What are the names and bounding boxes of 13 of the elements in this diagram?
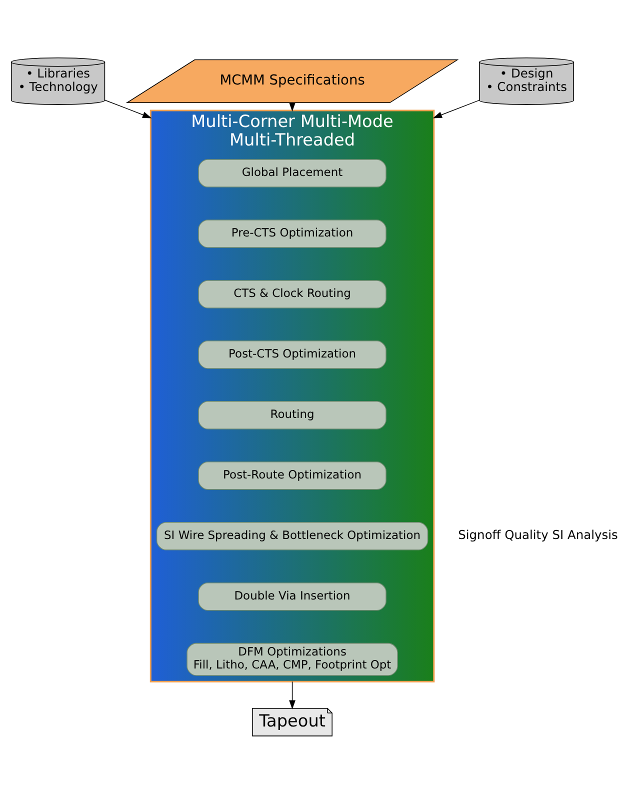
node-box: Routing — [198, 400, 386, 429]
node-box: Pre-CTS Optimization — [198, 219, 386, 248]
node-box: Global Placement — [198, 158, 386, 187]
node-box: Post-CTS Optimization — [198, 340, 386, 368]
arrow — [432, 99, 480, 118]
label: Signoff Quality SI Analysis — [458, 528, 618, 542]
node-box: SI Wire Spreading & Bottleneck Optimization — [156, 521, 428, 550]
node-box: DFM Optimizations Fill, Litho, CAA, CMP, Footprint Opt — [186, 642, 398, 676]
arrow — [104, 99, 152, 118]
node-box: Post-Route Optimization — [198, 461, 386, 490]
node-box: Double Via Insertion — [198, 582, 386, 610]
arrow — [289, 680, 296, 709]
node-box: CTS & Clock Routing — [198, 280, 386, 308]
